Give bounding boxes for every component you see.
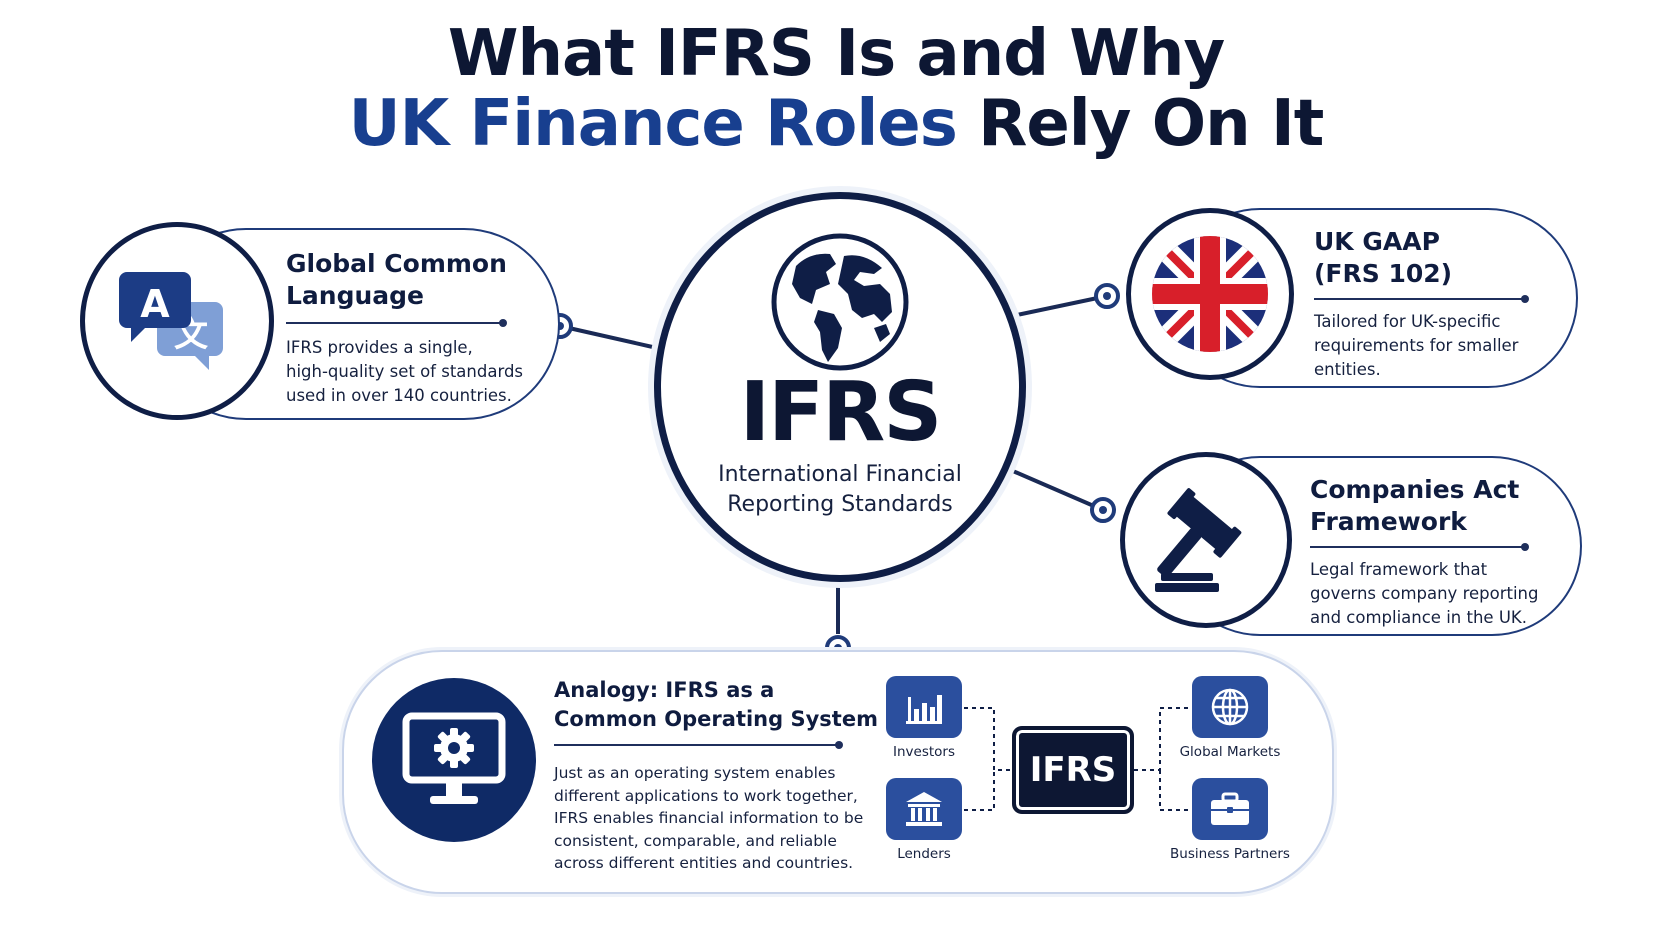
- monitor-gear-icon: [402, 712, 506, 804]
- center-subtitle-line-2: Reporting Standards: [727, 492, 953, 517]
- card-global-title: Global Common Language: [286, 248, 507, 312]
- node-global-markets: [1192, 676, 1268, 738]
- card-companies-desc-line-2: governs company reporting: [1310, 584, 1539, 603]
- card-companies-title-line-2: Framework: [1310, 507, 1467, 536]
- analogy-rule: [554, 741, 843, 748]
- card-companies-rule: [1310, 543, 1529, 551]
- union-jack-icon: [1152, 236, 1268, 352]
- card-global-desc: IFRS provides a single, high-quality set…: [286, 336, 523, 408]
- card-ukgaap-title: UK GAAP (FRS 102): [1314, 226, 1452, 290]
- gavel-icon: [1155, 488, 1242, 592]
- node-investors-label: Investors: [892, 744, 955, 760]
- briefcase-icon: [1211, 792, 1249, 825]
- connector-global: [559, 324, 658, 350]
- page-title-line-2: UK Finance Roles Rely On It: [0, 92, 1672, 156]
- card-global-rule: [286, 319, 507, 327]
- center-title: IFRS: [739, 365, 943, 460]
- analogy-icon-circle: [372, 678, 536, 842]
- analogy-desc-line-4: consistent, comparable, and reliable: [554, 831, 837, 850]
- analogy-title-line-1: Analogy: IFRS as a: [554, 678, 775, 702]
- card-companies-title: Companies Act Framework: [1310, 474, 1519, 538]
- analogy-desc-line-1: Just as an operating system enables: [554, 764, 836, 782]
- analogy-desc-line-2: different applications to work together,: [554, 786, 858, 805]
- card-companies-desc-line-1: Legal framework that: [1310, 560, 1488, 579]
- card-companies-title-line-1: Companies Act: [1310, 475, 1520, 504]
- bar-chart-icon: [906, 695, 942, 724]
- translate-icon: 文 A: [119, 272, 223, 370]
- card-ukgaap-icon-circle: [1126, 208, 1294, 380]
- center-subtitle: International Financial Reporting Standa…: [654, 460, 1026, 520]
- card-global-desc-line-2: high-quality set of standards: [286, 362, 524, 381]
- globe-grid-icon: [1211, 688, 1249, 726]
- network-ifrs-hub: IFRS: [1012, 726, 1134, 814]
- analogy-desc-line-3: IFRS enables financial information to be: [554, 809, 864, 828]
- card-global-desc-line-1: IFRS provides a single,: [286, 338, 473, 357]
- card-companies-desc-line-3: and compliance in the UK.: [1310, 608, 1527, 627]
- svg-text:A: A: [140, 282, 170, 326]
- node-business-partners: [1192, 778, 1268, 840]
- card-ukgaap-desc-line-2: requirements for smaller: [1314, 336, 1519, 355]
- analogy-title-line-2: Common Operating System: [554, 707, 878, 731]
- node-lenders: [886, 778, 962, 840]
- card-global-title-line-2: Language: [286, 281, 425, 310]
- analogy-desc: Just as an operating system enables diff…: [554, 762, 863, 875]
- card-global-title-line-1: Global Common: [286, 249, 507, 278]
- connector-companies: [1005, 466, 1104, 512]
- center-subtitle-line-1: International Financial: [718, 462, 962, 487]
- node-lenders-label: Lenders: [897, 846, 951, 862]
- card-global-desc-line-3: used in over 140 countries.: [286, 386, 512, 405]
- bank-icon: [906, 792, 942, 826]
- page-title-line-1: What IFRS Is and Why: [447, 17, 1225, 91]
- title-rest: Rely On It: [978, 87, 1324, 161]
- card-ukgaap-desc: Tailored for UK-specific requirements fo…: [1314, 310, 1518, 382]
- card-ukgaap-title-line-2: (FRS 102): [1314, 259, 1453, 288]
- card-ukgaap-rule: [1314, 295, 1529, 303]
- node-global-markets-label: Global Markets: [1179, 744, 1281, 760]
- card-companies-icon-circle: [1120, 452, 1292, 628]
- node-business-partners-label: Business Partners: [1170, 846, 1290, 862]
- connector-ukgaap: [1011, 294, 1108, 318]
- card-ukgaap-title-line-1: UK GAAP: [1314, 227, 1440, 256]
- title-highlight: UK Finance Roles: [348, 87, 958, 161]
- analogy-desc-line-5: across different entities and countries.: [554, 854, 854, 873]
- analogy-title: Analogy: IFRS as a Common Operating Syst…: [554, 676, 878, 734]
- card-companies-desc: Legal framework that governs company rep…: [1310, 558, 1538, 630]
- card-ukgaap-desc-line-1: Tailored for UK-specific: [1314, 312, 1501, 331]
- card-global-icon-circle: 文 A: [80, 222, 274, 420]
- card-ukgaap-desc-line-3: entities.: [1314, 360, 1381, 379]
- globe-icon: [771, 233, 909, 371]
- node-investors: [886, 676, 962, 738]
